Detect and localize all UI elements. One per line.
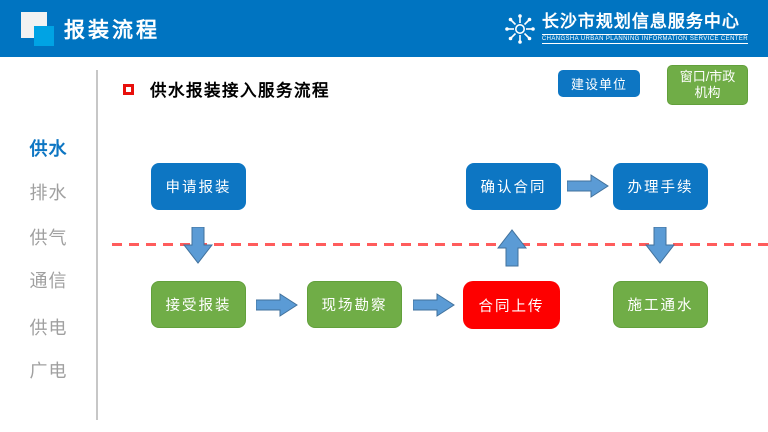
flow-step-accept-installation: 接受报装 [151,281,246,328]
org-brand: 长沙市规划信息服务中心 CHANGSHA URBAN PLANNING INFO… [504,11,748,45]
sidebar-divider [96,70,98,420]
section-title: 供水报装接入服务流程 [150,82,330,100]
section-header: 供水报装接入服务流程 [123,77,330,101]
header: 报装流程 [0,0,768,57]
legend-window-municipal: 窗口/市政 机构 [667,65,748,105]
flow-step-handle-procedures: 办理手续 [613,163,708,210]
sidebar-item-drainage[interactable]: 排水 [29,183,68,203]
sidebar-item-water-supply[interactable]: 供水 [29,139,68,159]
sidebar-item-gas-supply[interactable]: 供气 [29,228,68,248]
app-logo-icon [21,12,55,46]
arrow-up-upload-to-confirm [497,229,527,267]
flow-step-construction-water-on: 施工通水 [613,281,708,328]
role-separator-dashed-line [112,243,768,246]
legend-window-municipal-line2: 机构 [694,85,721,100]
arrow-down-procedures-to-construction [645,227,675,264]
org-name-chinese: 长沙市规划信息服务中心 [541,12,740,31]
arrow-right-survey-to-upload [413,293,455,317]
org-name-english: CHANGSHA URBAN PLANNING INFORMATION SERV… [541,34,748,44]
page-title: 报装流程 [64,18,160,42]
sidebar-item-power-supply[interactable]: 供电 [29,318,68,338]
legend-window-municipal-line1: 窗口/市政 [679,69,736,84]
flow-step-apply-installation: 申请报装 [151,163,246,210]
sidebar-item-communication[interactable]: 通信 [29,271,68,291]
legend-construction-unit: 建设单位 [558,70,640,97]
arrow-down-apply-to-accept [183,227,213,264]
arrow-right-accept-to-survey [256,293,298,317]
flow-step-contract-upload-highlighted: 合同上传 [463,281,560,329]
red-square-bullet-icon [123,83,134,95]
flow-step-site-survey: 现场勘察 [307,281,402,328]
sidebar: 供水 排水 供气 通信 供电 广电 [0,57,97,432]
flow-step-confirm-contract: 确认合同 [466,163,561,210]
sidebar-item-broadcast[interactable]: 广电 [29,361,68,381]
org-emblem-icon [505,14,535,44]
arrow-right-confirm-to-procedures [567,174,609,198]
